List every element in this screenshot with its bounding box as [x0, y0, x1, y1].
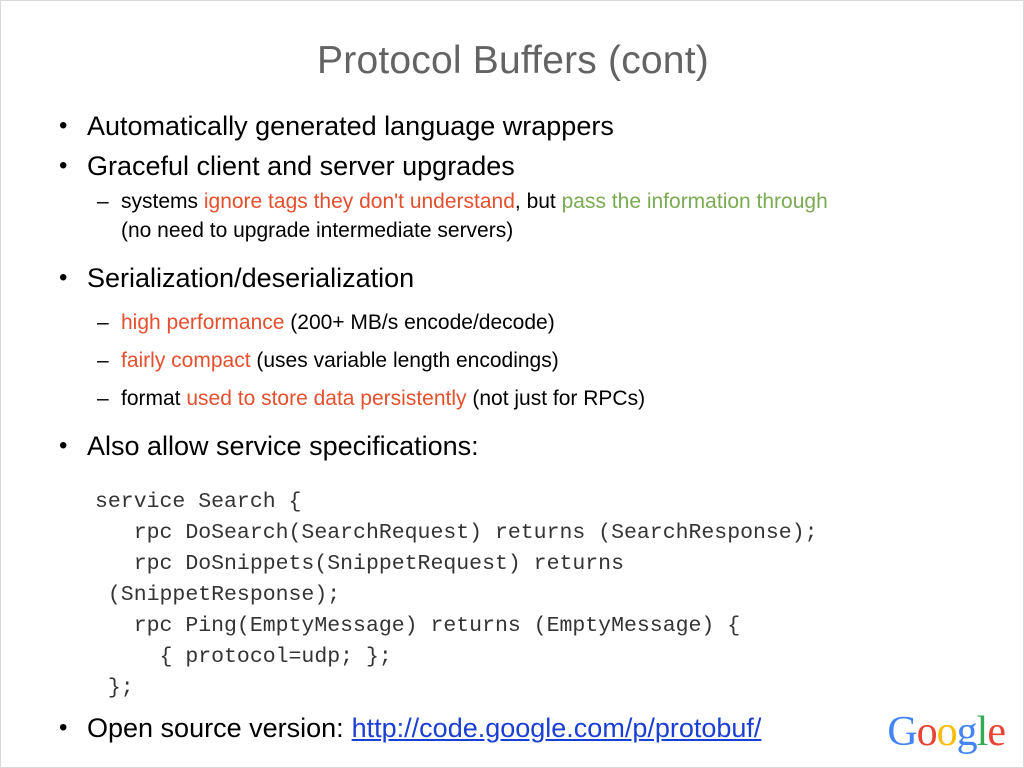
- subbullet-persistent-storage: – format used to store data persistently…: [47, 384, 997, 413]
- code-block: service Search { rpc DoSearch(SearchRequ…: [95, 490, 818, 700]
- subbullet-highlight-red: ignore tags they don't understand: [203, 190, 515, 213]
- subbullet-highlight-green: pass the information through: [561, 190, 828, 213]
- bullet-dot-icon: •: [59, 432, 68, 459]
- subbullet-prefix: format: [121, 387, 187, 410]
- spacer: [47, 245, 997, 259]
- spacer: [47, 413, 997, 427]
- bullet-dash-icon: –: [97, 387, 109, 410]
- bullet-serialization: • Serialization/deserialization: [47, 259, 997, 297]
- slide-body: • Automatically generated language wrapp…: [47, 107, 997, 704]
- subbullet-text: (not just for RPCs): [466, 387, 646, 410]
- bullet-automatic-wrappers: • Automatically generated language wrapp…: [47, 107, 997, 145]
- bullet-open-source-version: • Open source version:http://code.google…: [47, 709, 947, 747]
- bullet-dot-icon: •: [59, 152, 68, 179]
- logo-letter-o1: o: [916, 709, 938, 755]
- subbullet-highlight-red: high performance: [121, 311, 285, 334]
- subbullet-high-performance: – high performance (200+ MB/s encode/dec…: [47, 308, 997, 337]
- bullet-dash-icon: –: [97, 311, 109, 334]
- bullet-text: Serialization/deserialization: [87, 263, 415, 293]
- bullet-dash-icon: –: [97, 190, 109, 213]
- bullet-text: Automatically generated language wrapper…: [87, 111, 614, 141]
- subbullet-fairly-compact: – fairly compact (uses variable length e…: [47, 346, 997, 375]
- open-source-label: Open source version:: [87, 713, 344, 743]
- logo-letter-g1: G: [887, 709, 917, 755]
- logo-letter-e: e: [987, 709, 1006, 755]
- subbullet-text: (uses variable length encodings): [250, 349, 559, 372]
- logo-letter-l: l: [976, 709, 989, 755]
- subbullet-text: (200+ MB/s encode/decode): [284, 311, 555, 334]
- logo-letter-o2: o: [936, 709, 958, 755]
- subbullet-highlight-red: fairly compact: [121, 349, 251, 372]
- subbullet-highlight-red: used to store data persistently: [186, 387, 467, 410]
- spacer: [47, 337, 997, 346]
- logo-letter-g2: g: [956, 709, 978, 755]
- subbullet-lead: systems: [121, 190, 204, 213]
- bullet-service-specifications: • Also allow service specifications:: [47, 427, 997, 465]
- bullet-dot-icon: •: [59, 112, 68, 139]
- protobuf-link[interactable]: http://code.google.com/p/protobuf/: [351, 713, 762, 743]
- bullet-graceful-upgrades: • Graceful client and server upgrades: [47, 147, 997, 185]
- bullet-dash-icon: –: [97, 349, 109, 372]
- spacer: [47, 299, 997, 308]
- bullet-dot-icon: •: [59, 714, 68, 741]
- subbullet-systems-ignore-tags: – systems ignore tags they don't underst…: [47, 187, 997, 245]
- bullet-text: Also allow service specifications:: [87, 431, 479, 461]
- subbullet-second-line: (no need to upgrade intermediate servers…: [121, 219, 514, 242]
- subbullet-mid: , but: [514, 190, 562, 213]
- bullet-dot-icon: •: [59, 264, 68, 291]
- page-title: Protocol Buffers (cont): [317, 39, 709, 82]
- bullet-text: Graceful client and server upgrades: [87, 151, 515, 181]
- spacer: [47, 375, 997, 384]
- google-logo: Google: [887, 709, 1006, 755]
